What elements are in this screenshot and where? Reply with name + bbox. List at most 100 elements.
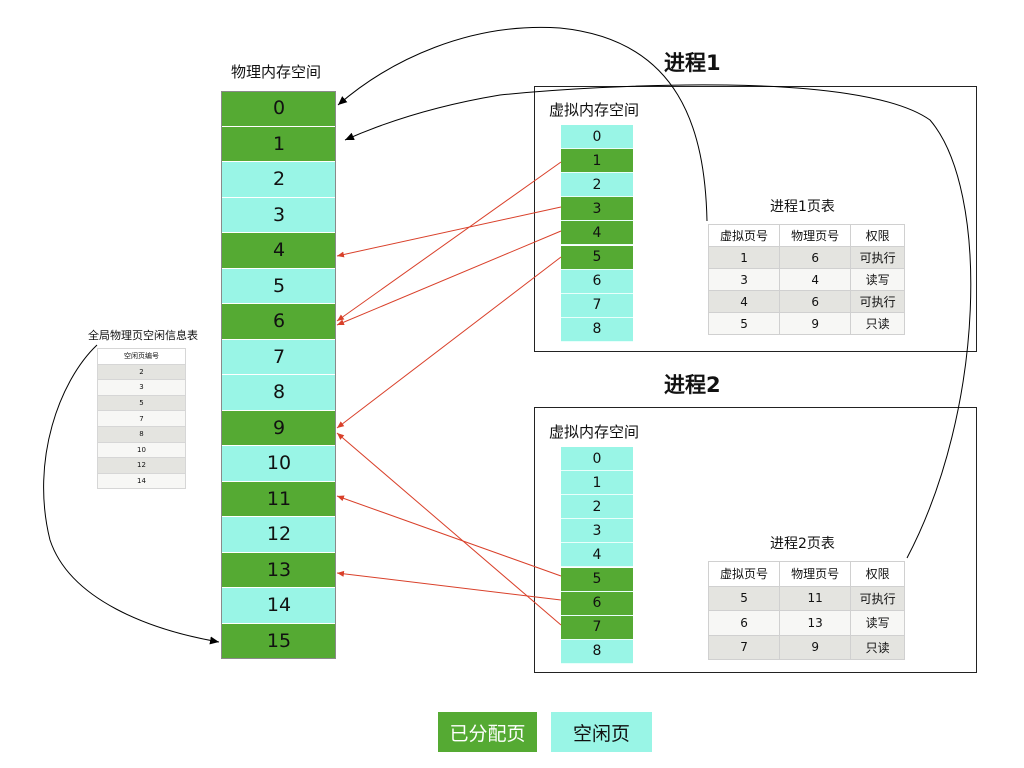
free-table-header: 空闲页编号 [97,348,186,365]
table-cell: 9 [779,312,852,335]
physical-page-2: 2 [222,162,336,198]
table-cell: 6 [779,290,852,313]
physical-page-8: 8 [222,375,336,411]
process1-box [534,86,977,352]
process2-virtual-title: 虚拟内存空间 [549,423,640,441]
table-cell: 4 [779,268,852,291]
table-cell: 只读 [850,312,905,335]
physical-page-7: 7 [222,339,336,375]
column-header: 物理页号 [779,224,852,247]
physical-page-9: 9 [222,410,336,446]
process2-virtual-page-4: 4 [561,543,633,568]
mapping-arrow-p1-v5-to-p9 [336,256,562,429]
table-cell: 5 [707,312,781,335]
list-item: 5 [97,394,186,412]
mapping-arrow-p2-v7-to-p9 [336,432,562,626]
table-cell: 11 [779,585,852,611]
process2-page-table-title: 进程2页表 [770,536,835,552]
free-table-pointer-arrow [43,344,220,645]
page-table2-pointer-arrow [344,84,972,559]
process1-virtual-page-5: 5 [561,245,633,270]
process1-virtual-page-8: 8 [561,317,633,342]
process1-page-table-header-row: 虚拟页号物理页号权限 [707,224,905,247]
physical-memory-title: 物理内存空间 [231,63,322,81]
free-table-title: 全局物理页空闲信息表 [88,329,198,342]
process1-virtual-page-7: 7 [561,293,633,318]
mapping-arrow-p1-v3-to-p4 [336,206,562,258]
physical-page-5: 5 [222,268,336,304]
process1-page-table-title: 进程1页表 [770,199,835,215]
process1-virtual-page-3: 3 [561,197,633,222]
table-cell: 9 [779,634,852,660]
list-item: 3 [97,379,186,396]
legend-free-label: 空闲页 [572,722,630,745]
table-cell: 只读 [850,634,905,660]
free-page-number: 3 [97,379,186,396]
physical-page-14: 14 [222,588,336,624]
process1-virtual-title: 虚拟内存空间 [549,101,640,119]
mapping-arrow-p1-v1-to-p6 [336,161,562,322]
process1-virtual-page-0: 0 [561,125,633,149]
table-cell: 可执行 [850,246,905,269]
table-cell: 1 [707,246,781,269]
table-cell: 6 [707,610,781,636]
process2-virtual-page-6: 6 [561,591,633,616]
legend-free: 空闲页 [551,712,652,752]
process1-title: 进程1 [664,51,721,75]
process2-virtual-page-7: 7 [561,615,633,640]
process2-virtual-page-1: 1 [561,471,633,496]
column-header: 权限 [850,224,905,247]
free-page-number: 5 [97,394,186,412]
process2-title: 进程2 [664,373,721,397]
page-table1-pointer-arrow [337,26,708,222]
table-cell: 13 [779,610,852,636]
process2-virtual-page-3: 3 [561,519,633,544]
physical-page-1: 1 [222,126,336,162]
mapping-arrow-p1-v4-to-p6 [336,230,562,326]
physical-page-11: 11 [222,481,336,517]
list-item: 14 [97,472,186,490]
table-cell: 5 [707,585,781,611]
column-header: 权限 [850,561,905,587]
mapping-arrow-p2-v5-to-p11 [336,495,562,577]
process1-virtual-page-6: 6 [561,269,633,294]
physical-page-3: 3 [222,197,336,233]
physical-page-6: 6 [222,304,336,340]
process2-page-table-header-row: 虚拟页号物理页号权限 [707,561,905,587]
table-cell: 3 [707,268,781,291]
process2-virtual-page-8: 8 [561,639,633,664]
physical-page-0: 0 [222,91,336,127]
physical-page-10: 10 [222,446,336,482]
free-page-number: 14 [97,472,186,490]
column-header: 虚拟页号 [707,561,781,587]
legend-allocated-label: 已分配页 [449,722,526,745]
process2-virtual-page-0: 0 [561,447,633,471]
process1-virtual-page-4: 4 [561,221,633,246]
legend-allocated: 已分配页 [438,712,537,752]
table-cell: 读写 [850,268,905,291]
physical-page-4: 4 [222,233,336,269]
process1-virtual-page-1: 1 [561,149,633,174]
process2-virtual-page-2: 2 [561,495,633,520]
process2-virtual-page-5: 5 [561,567,633,592]
physical-page-13: 13 [222,552,336,588]
process2-box [534,407,977,673]
table-cell: 可执行 [850,290,905,313]
table-cell: 7 [707,634,781,660]
physical-page-15: 15 [222,623,336,659]
mapping-arrow-p2-v6-to-p13 [336,570,562,601]
table-cell: 可执行 [850,585,905,611]
physical-page-12: 12 [222,517,336,553]
process1-virtual-page-2: 2 [561,173,633,198]
